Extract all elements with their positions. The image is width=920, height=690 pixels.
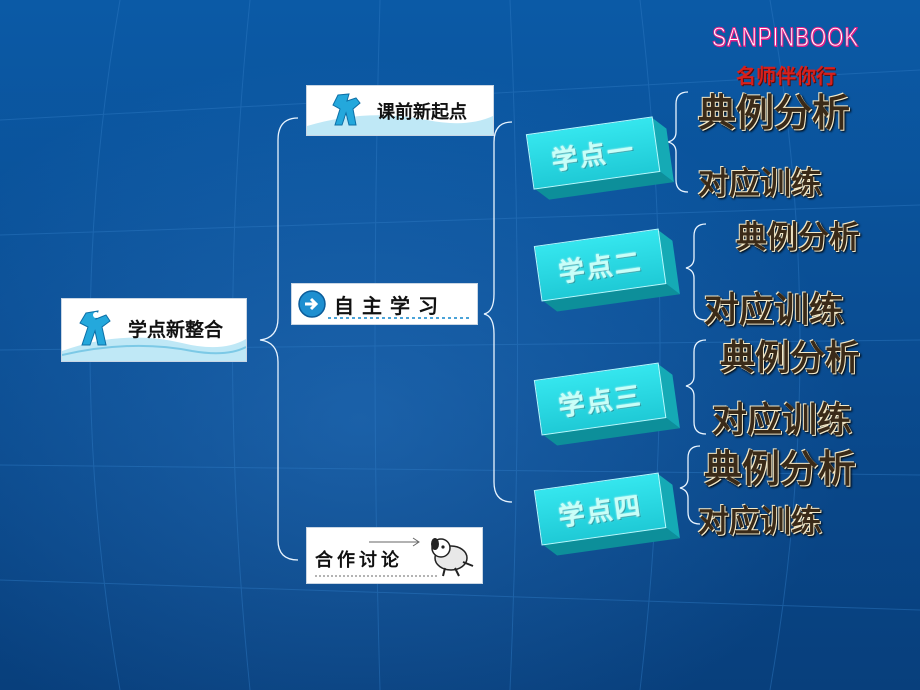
- root-label: 学点新整合: [128, 319, 224, 341]
- point-2-practice[interactable]: 对应训练: [704, 291, 845, 331]
- tag-discussion[interactable]: 合作讨论: [306, 527, 483, 584]
- root-tag[interactable]: 学点新整合: [61, 298, 247, 362]
- cube-point-4[interactable]: 学点四: [533, 471, 682, 560]
- bracket-point-3: [685, 339, 707, 435]
- point-1-example[interactable]: 典例分析: [698, 91, 851, 135]
- point-4-example[interactable]: 典例分析: [704, 447, 857, 491]
- wave-decoration: [62, 337, 246, 361]
- bracket-point-2: [685, 223, 707, 321]
- cube-depth: [541, 472, 680, 556]
- cube-point-1[interactable]: 学点一: [525, 114, 676, 203]
- tag-discussion-label: 合作讨论: [315, 550, 403, 571]
- tag-class-start-label: 课前新起点: [377, 102, 467, 123]
- tag-class-start[interactable]: 课前新起点: [306, 85, 494, 136]
- tag-self-study[interactable]: 自主学习: [291, 283, 478, 325]
- dotted-underline: [328, 317, 472, 319]
- dotted-underline: [315, 537, 437, 577]
- cube-depth: [541, 362, 680, 446]
- dog-mascot-icon: [431, 538, 474, 577]
- point-2-example[interactable]: 典例分析: [736, 220, 860, 256]
- cube-depth: [533, 116, 674, 200]
- bracket-root: [259, 117, 299, 561]
- tag-self-study-label: 自主学习: [334, 294, 446, 318]
- cube-point-3[interactable]: 学点三: [533, 361, 682, 450]
- point-3-example[interactable]: 典例分析: [720, 339, 861, 379]
- brand-title-en: SANPINBOOK: [712, 22, 860, 53]
- point-3-practice[interactable]: 对应训练: [712, 401, 853, 441]
- point-4-practice[interactable]: 对应训练: [698, 504, 822, 540]
- mascot-icon: [79, 310, 111, 346]
- bracket-study: [483, 121, 513, 503]
- mascot-icon: [332, 93, 361, 126]
- arrow-circle-icon: [298, 290, 326, 318]
- cube-point-2[interactable]: 学点二: [533, 227, 682, 316]
- brand-title-cn: 名师伴你行: [736, 64, 836, 88]
- cube-depth: [541, 228, 680, 312]
- point-1-practice[interactable]: 对应训练: [698, 166, 822, 202]
- bracket-point-4: [679, 445, 701, 525]
